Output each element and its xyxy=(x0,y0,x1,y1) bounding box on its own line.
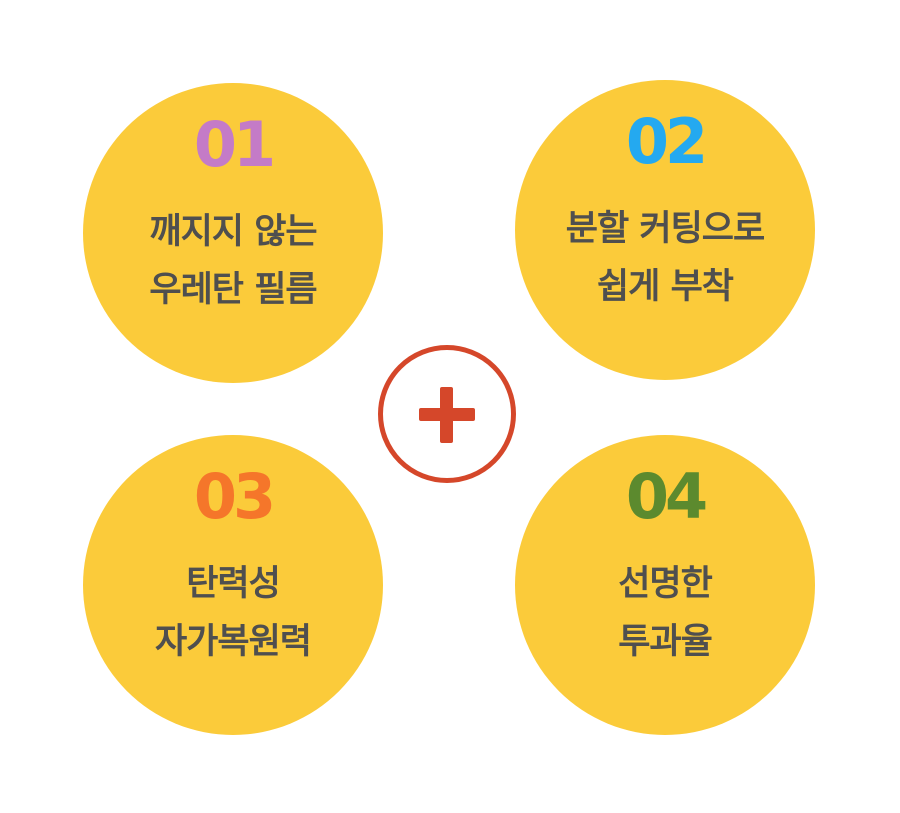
feature-label-line: 깨지지 않는 xyxy=(149,212,317,252)
feature-number: 02 xyxy=(625,105,708,178)
plus-icon-vertical-bar xyxy=(440,387,453,443)
feature-number: 04 xyxy=(625,460,708,533)
feature-label: 탄력성 자가복원력 xyxy=(154,555,312,671)
feature-circle-02: 02 분할 커팅으로 쉽게 부착 xyxy=(515,80,815,380)
feature-label-line: 선명한 xyxy=(618,564,713,604)
feature-label: 분할 커팅으로 쉽게 부착 xyxy=(565,200,765,316)
feature-label-line: 쉽게 부착 xyxy=(596,267,734,307)
feature-label-line: 우레탄 필름 xyxy=(149,270,317,310)
feature-label-line: 탄력성 xyxy=(186,564,281,604)
feature-label: 선명한 투과율 xyxy=(618,555,713,671)
plus-icon xyxy=(378,345,516,483)
feature-circle-04: 04 선명한 투과율 xyxy=(515,435,815,735)
feature-label-line: 분할 커팅으로 xyxy=(565,209,765,249)
feature-label: 깨지지 않는 우레탄 필름 xyxy=(149,203,317,319)
feature-label-line: 투과율 xyxy=(618,622,713,662)
feature-number: 01 xyxy=(193,108,276,181)
feature-number: 03 xyxy=(193,460,276,533)
feature-circle-01: 01 깨지지 않는 우레탄 필름 xyxy=(83,83,383,383)
feature-label-line: 자가복원력 xyxy=(154,622,312,662)
feature-circle-03: 03 탄력성 자가복원력 xyxy=(83,435,383,735)
